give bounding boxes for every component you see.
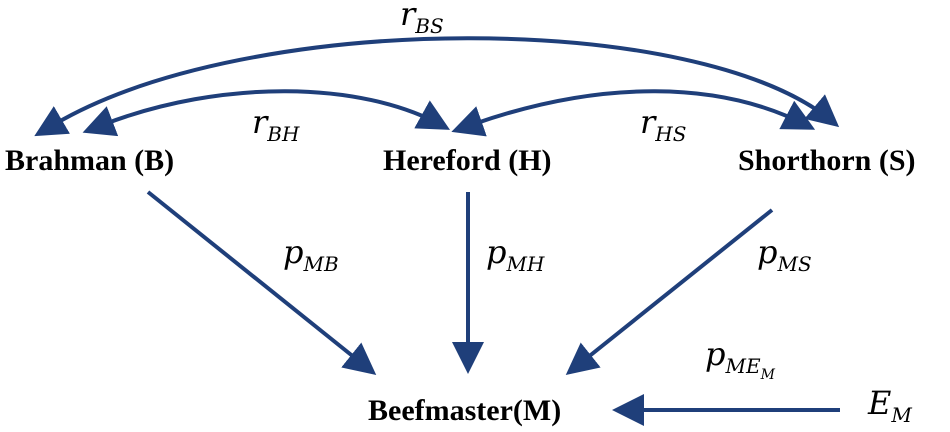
coef-r-bh-base: r [252,103,269,141]
coef-p-mb-base: p [283,233,303,271]
coef-p-mh-sub: MH [505,252,544,276]
coef-r-hs-base: r [640,103,657,141]
coef-p-me-sub: ME [724,354,760,378]
coef-p-ms-base: p [757,233,777,271]
node-brahman: Brahman (B) [5,144,174,177]
coef-r-hs: rHS [640,103,686,146]
coef-e-m: EM [867,384,912,427]
coef-p-mb-sub: MB [302,252,338,276]
correlation-arrow-hs [451,89,816,137]
node-beefmaster: Beefmaster(M) [368,394,561,427]
coef-r-bs-base: r [400,0,417,33]
node-shorthorn: Shorthorn (S) [738,144,916,177]
coef-e-m-sub: M [890,403,912,427]
path-arrow-s-to-m [565,208,774,375]
coef-p-ms: pMS [757,233,812,276]
node-hereford: Hereford (H) [383,144,552,177]
coef-p-mb: pMB [283,233,339,276]
coef-p-me-base: p [705,335,725,373]
coef-r-bh-sub: BH [266,122,300,146]
correlation-arrow-bs [34,36,840,137]
coef-r-hs-sub: HS [654,122,686,146]
coef-p-me: pMEM [705,335,776,383]
coef-r-bh: rBH [252,103,300,146]
coef-r-bs-sub: BS [414,14,443,38]
coef-p-mh-base: p [486,233,506,271]
coef-p-ms-sub: MS [776,252,811,276]
coef-p-mh: pMH [486,233,545,276]
coef-r-bs: rBS [400,0,444,38]
coef-e-m-base: E [867,384,891,422]
coef-p-me-subsub: M [760,367,776,383]
correlation-arrow-bh [82,89,451,137]
path-arrow-b-to-m [146,190,377,376]
